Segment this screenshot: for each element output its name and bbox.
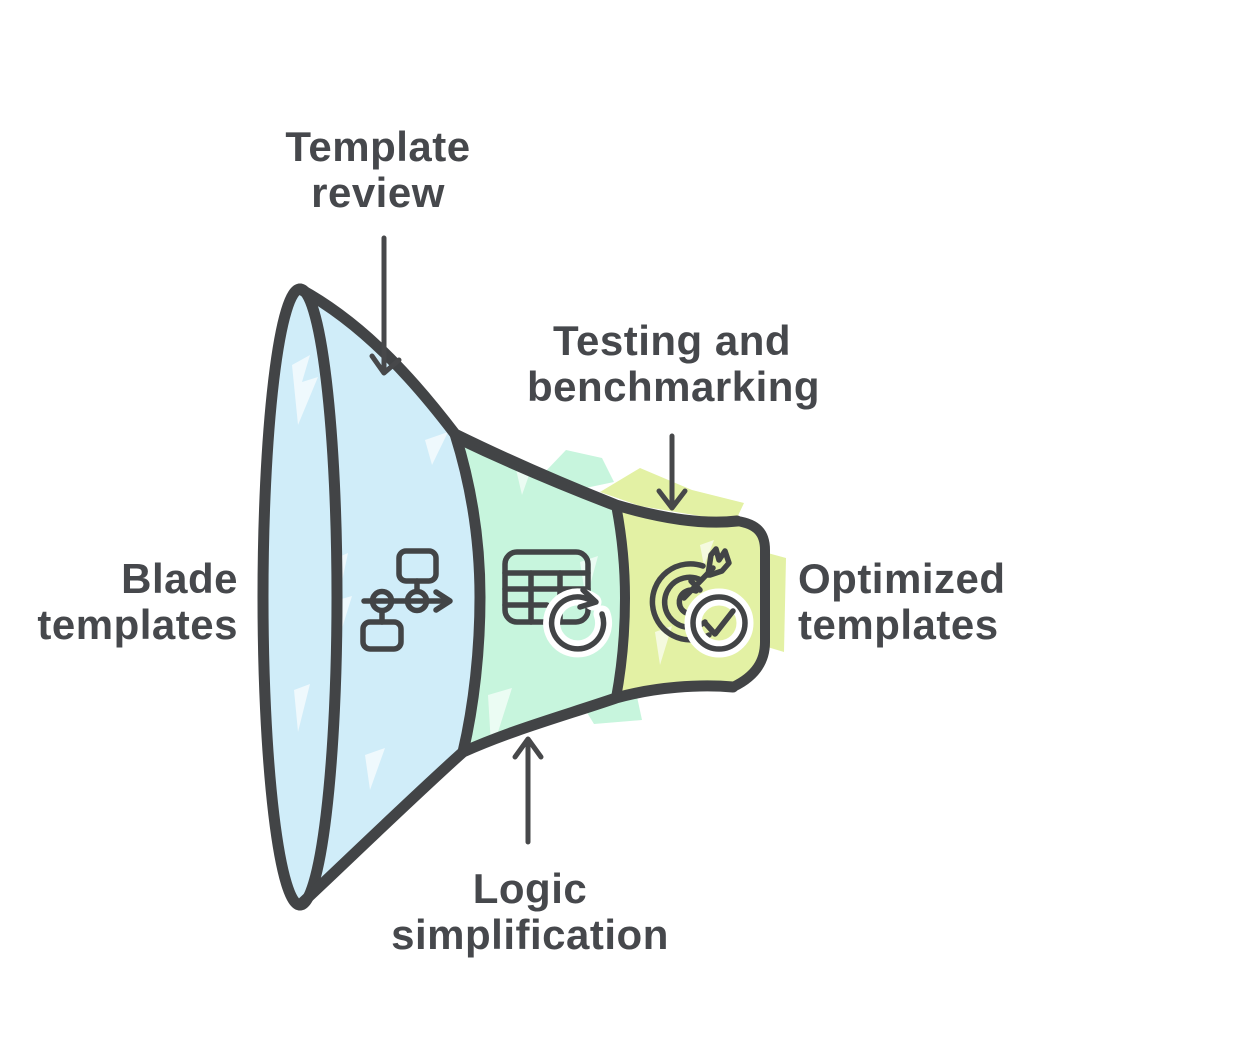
texture-streak bbox=[655, 626, 672, 665]
check-circle bbox=[690, 594, 748, 652]
funnel-top-edge-overdraw bbox=[455, 438, 615, 510]
texture-streak bbox=[365, 748, 385, 790]
sync-arrow-arc bbox=[548, 594, 607, 652]
texture-streak bbox=[700, 540, 714, 566]
texture-streak bbox=[294, 684, 310, 732]
flowchart-arrowhead bbox=[433, 589, 453, 613]
flowchart-icon bbox=[360, 548, 453, 652]
flowchart-box-top bbox=[396, 548, 439, 584]
funnel-output-label: Optimized templates bbox=[798, 555, 1006, 649]
stage-label-testing-benchmarking: Testing and benchmarking bbox=[527, 317, 821, 411]
check-mark bbox=[703, 608, 736, 637]
target-outer-ring bbox=[649, 561, 712, 643]
annotation-arrows bbox=[369, 235, 688, 845]
sync-arrowhead bbox=[577, 587, 599, 610]
texture-streak bbox=[425, 432, 448, 465]
funnel-bottom-edge bbox=[294, 680, 739, 911]
stage-logic-simplification-shape bbox=[455, 434, 625, 752]
funnel-outlet-cap bbox=[728, 516, 770, 692]
stage-label-logic-simplification: Logic simplification bbox=[391, 865, 669, 959]
funnel-input-label: Blade templates bbox=[37, 555, 238, 649]
texture-streak bbox=[292, 355, 318, 425]
testing-benchmarking-arrow bbox=[656, 433, 688, 511]
target-check-icon bbox=[649, 546, 754, 658]
stage-label-template-review: Template review bbox=[285, 123, 471, 217]
dart-cross-tick bbox=[688, 578, 703, 593]
stage-divider-1 bbox=[449, 428, 486, 758]
template-review-arrow bbox=[369, 235, 402, 376]
table-sync-icon bbox=[502, 549, 613, 658]
logic-simplification-arrow bbox=[512, 736, 544, 845]
flowchart-box-bottom bbox=[360, 619, 404, 652]
dart-fletching bbox=[705, 546, 732, 578]
stage-divider-2 bbox=[611, 500, 630, 703]
